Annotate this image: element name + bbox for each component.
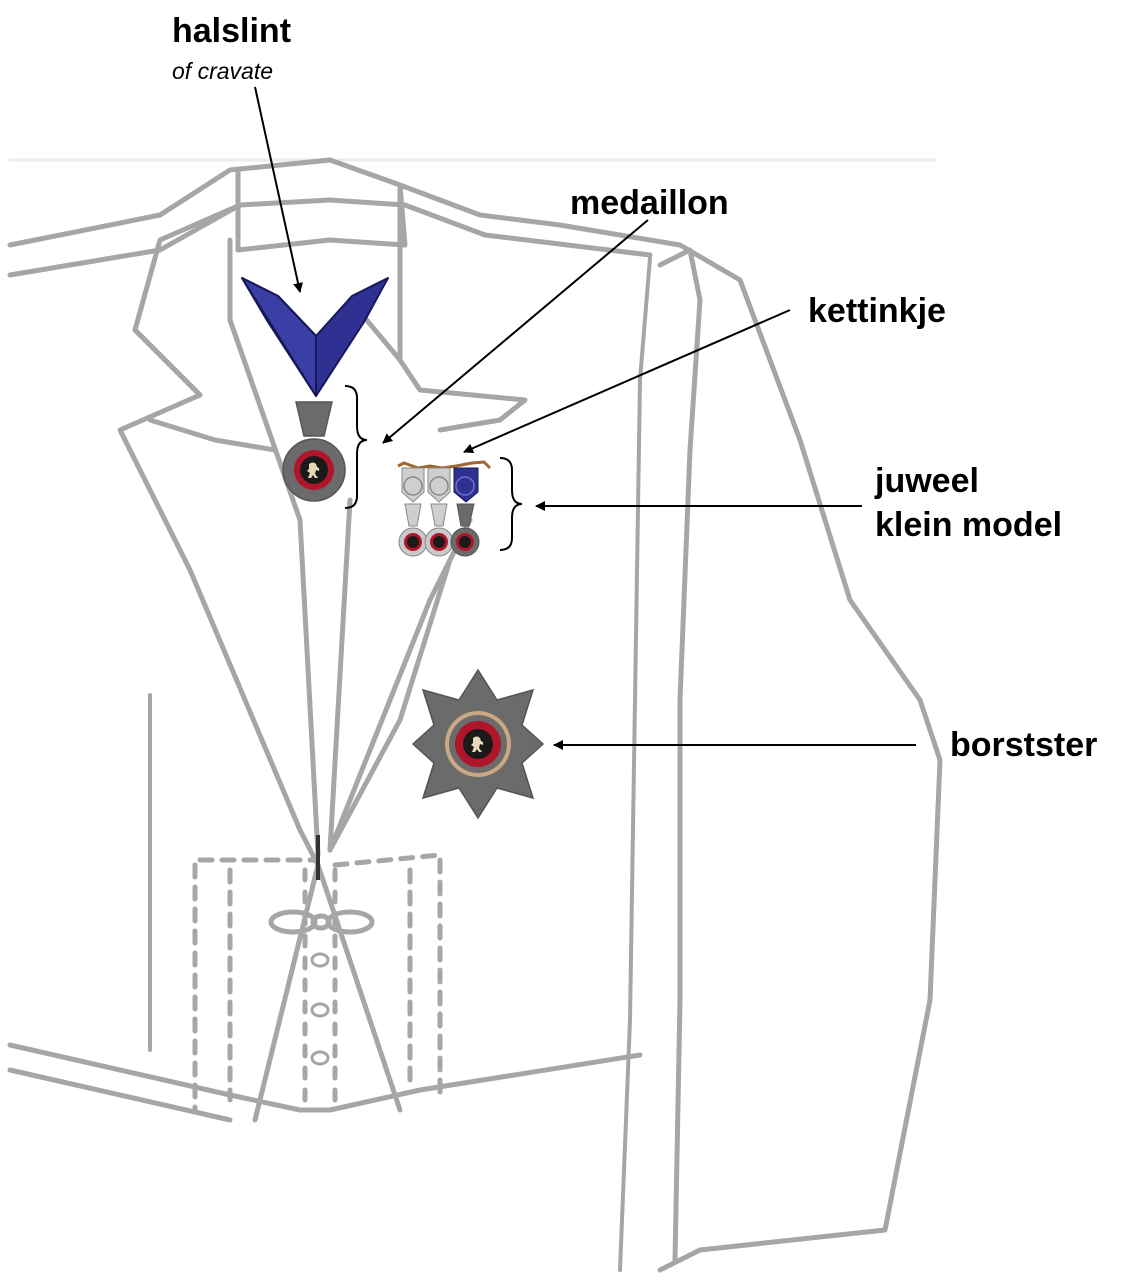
jewel-bracket	[500, 458, 522, 550]
miniature-jewels	[398, 462, 490, 556]
breast-star	[413, 670, 543, 818]
label-kettinkje: kettinkje	[808, 292, 946, 330]
arrow-kettinkje	[464, 310, 790, 452]
label-borstster: borstster	[950, 726, 1097, 764]
label-halslint-sub: of cravate	[172, 58, 273, 84]
label-klein-model: klein model	[875, 506, 1062, 544]
neck-ribbon	[242, 278, 388, 396]
arrow-halslint	[255, 87, 300, 292]
label-juweel: juweel	[875, 462, 979, 500]
medal-bracket	[345, 386, 367, 508]
neck-medal	[283, 402, 345, 501]
label-medaillon: medaillon	[570, 184, 729, 222]
label-halslint: halslint	[172, 12, 291, 50]
chain	[398, 462, 490, 468]
